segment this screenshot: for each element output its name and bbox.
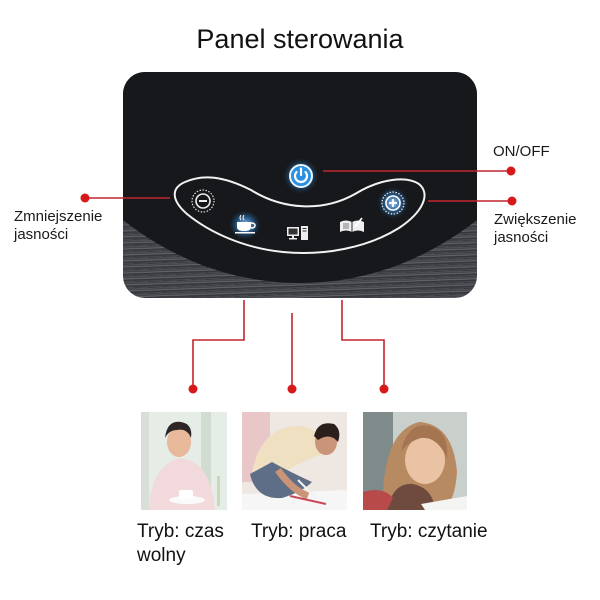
decrease-brightness-label: Zmniejszenie jasności [14, 208, 102, 244]
mode-label-leisure-line1: Tryb: czas [137, 521, 224, 542]
callout-dot-decrease [80, 193, 90, 203]
control-panel [123, 72, 477, 298]
coffee-cup-icon [229, 210, 261, 240]
girl-reading-photo [363, 412, 467, 510]
leisure-mode-button[interactable] [229, 210, 261, 240]
reading-mode-button[interactable] [339, 216, 365, 234]
increase-label-line2: jasności [494, 229, 549, 246]
power-icon [283, 158, 319, 194]
increase-label-line1: Zwiększenie [494, 211, 577, 228]
page-title: Panel sterowania [196, 24, 404, 54]
increase-brightness-button[interactable] [377, 187, 409, 219]
on-off-label: ON/OFF [493, 143, 550, 160]
book-icon [340, 217, 364, 232]
mode-label-leisure-line2: wolny [137, 545, 186, 566]
callout-dot-leisure [188, 384, 198, 394]
power-button[interactable] [283, 158, 319, 194]
mode-label-reading: Tryb: czytanie [370, 521, 488, 542]
computer-icon [287, 226, 308, 240]
work-mode-button[interactable] [286, 224, 310, 242]
mode-label-leisure: Tryb: czas wolny [137, 520, 224, 568]
decrease-brightness-button[interactable] [190, 188, 216, 214]
man-drawing-photo [242, 412, 347, 510]
decrease-label-line1: Zmniejszenie [14, 208, 103, 225]
woman-with-coffee-photo [141, 412, 227, 510]
plus-icon [377, 187, 409, 219]
callout-dot-onoff [506, 166, 516, 176]
callout-dot-reading [379, 384, 389, 394]
mode-label-work: Tryb: praca [251, 521, 347, 542]
increase-brightness-label: Zwiększenie jasności [494, 211, 577, 247]
minus-icon [191, 189, 215, 213]
callout-dot-increase [507, 196, 517, 206]
decrease-label-line2: jasności [14, 226, 69, 243]
callout-dot-work [287, 384, 297, 394]
